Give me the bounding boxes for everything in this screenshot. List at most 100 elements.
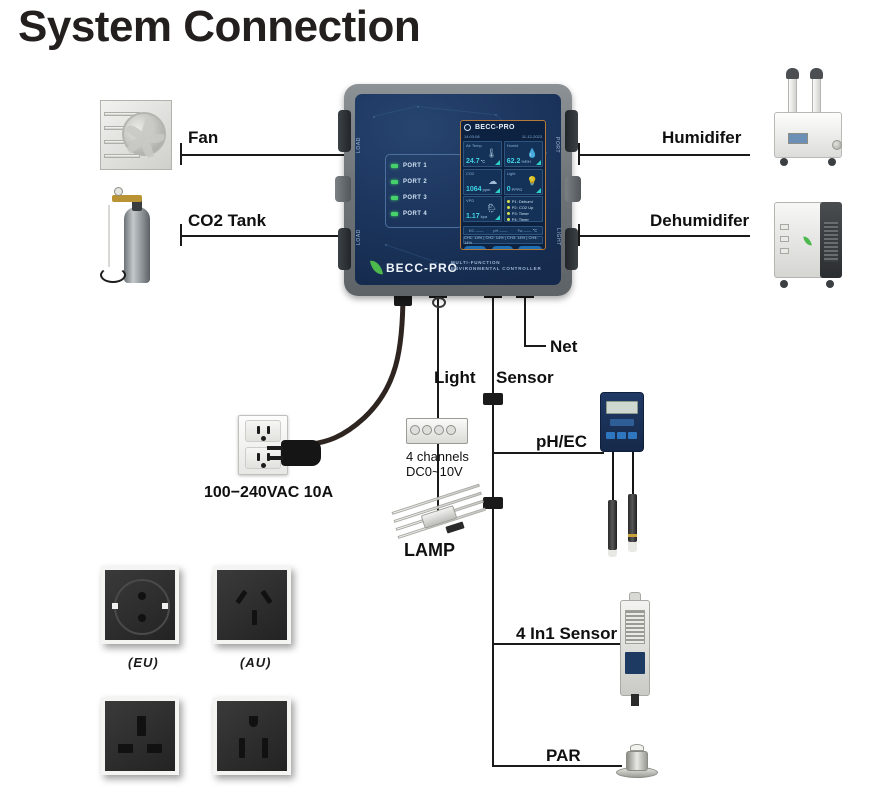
- vpd-icon: 🌦: [485, 203, 498, 213]
- screen-button-alarm[interactable]: Alarm: [491, 246, 513, 249]
- ec-probe-cable: [632, 452, 634, 496]
- port-led-icon: [391, 196, 398, 200]
- port-status-label: P4: Timer: [511, 216, 529, 222]
- dehumidifier-button: [780, 236, 789, 242]
- screen-button-system[interactable]: System: [518, 246, 543, 249]
- screen-date: 11-12-2023: [521, 134, 542, 139]
- card-corner-marker: [495, 160, 501, 165]
- port-label: PORT 4: [403, 211, 428, 217]
- label-power-rating: 100−240VAC 10A: [204, 484, 334, 501]
- brand-lockup: BECC-PRO: [370, 259, 458, 276]
- par-body: [626, 751, 648, 771]
- mount-lug-left-top: [338, 110, 351, 152]
- light-drop-line: [437, 296, 439, 426]
- ph-ec-logo: [610, 419, 634, 426]
- co2-tank-device: [98, 185, 168, 285]
- ph-probe-tip: [608, 550, 617, 557]
- socket-label-au: (AU): [240, 655, 272, 670]
- sensor-trunk-line: [492, 296, 494, 766]
- fan-louver: [104, 154, 140, 158]
- sensor-inline-connector-1: [483, 393, 503, 405]
- ph-ec-display: [606, 401, 638, 414]
- reading-name: Air Temp: [466, 143, 482, 148]
- screen-port-status-list[interactable]: P1: Dehumi P2: CO2 Up P3: Timer P4:: [503, 196, 543, 222]
- reading-card-light[interactable]: Light 💡 0PPFD: [503, 168, 543, 195]
- side-label-left-bottom: LOAD: [356, 228, 363, 246]
- port-row: PORT 1: [391, 163, 427, 169]
- screen-meta: 14:03:08 11-12-2023: [461, 134, 545, 139]
- port-status-row: P2: CO2 Up: [506, 204, 540, 210]
- ph-ec-button[interactable]: [606, 432, 615, 439]
- ph-probe: [608, 500, 617, 550]
- controller-screen[interactable]: BECC-PRO 14:03:08 11-12-2023 Air Temp 🌡 …: [460, 120, 546, 250]
- dehumidifier-device: [770, 196, 846, 288]
- side-label-left-top: LOAD: [356, 136, 363, 154]
- screen-reading-grid: Air Temp 🌡 24.7℃ Humid 💧 62.2%RH: [461, 139, 545, 224]
- ph-probe-cable: [612, 452, 614, 502]
- brand-subtitle: MULTI-FUNCTION ENVIRONMENTAL CONTROLLER: [451, 260, 542, 274]
- controller-enclosure: LOAD LOAD PORT LIGHT PORT 1 PORT 2 PORT …: [335, 84, 581, 296]
- reading-name: Light: [506, 170, 516, 176]
- reading-value: 1.17kpa: [466, 213, 488, 220]
- screen-button-device[interactable]: Device: [463, 246, 487, 249]
- port-row: PORT 2: [391, 179, 427, 185]
- ph-ec-button[interactable]: [628, 432, 637, 439]
- dehumidifier-button: [780, 224, 789, 230]
- label-dehumidifier: Dehumidifer: [650, 211, 750, 230]
- par-dome: [630, 744, 644, 751]
- reading-value: 62.2%RH: [506, 158, 531, 165]
- cord-loop-icon: [432, 297, 446, 308]
- humidifier-connector-cap: [578, 143, 580, 165]
- card-corner-marker: [495, 215, 501, 220]
- humidifier-connector-line: [578, 154, 750, 156]
- ph-ec-button[interactable]: [617, 432, 626, 439]
- reading-card-vpd[interactable]: VPD 🌦 1.17kpa: [463, 196, 503, 222]
- dehumidifier-grill: [824, 222, 838, 262]
- port-status-row: P3: Timer: [506, 210, 540, 216]
- ph-ec-meter-device: [600, 392, 644, 452]
- co2-neck: [132, 199, 142, 211]
- uk-live-slot: [118, 744, 133, 753]
- status-dot-icon: [506, 211, 510, 215]
- leaf-icon: [370, 259, 383, 276]
- mount-lug-left-bottom: [338, 228, 351, 270]
- reading-unit: kpa: [480, 214, 488, 219]
- screen-water-row: EC —— pH —— Tw —— ℃: [463, 225, 543, 235]
- dehumidifier-wheel: [826, 280, 834, 288]
- au-pin-slot: [235, 589, 248, 605]
- four-channel-dimmer-connector: [406, 418, 468, 444]
- sensor-display: [625, 652, 645, 674]
- label-lamp: LAMP: [404, 540, 455, 560]
- card-corner-marker: [495, 187, 501, 193]
- brand-subtitle-line-1: MULTI-FUNCTION: [451, 259, 501, 265]
- net-connector-line: [524, 345, 546, 347]
- reading-value: 1064ppm: [466, 185, 491, 193]
- status-dot-icon: [506, 199, 510, 203]
- page-title: System Connection: [18, 2, 421, 51]
- reading-card-air-temp[interactable]: Air Temp 🌡 24.7℃: [463, 141, 503, 167]
- co2-tube: [108, 205, 110, 267]
- reading-card-co2[interactable]: CO2 ☁ 1064ppm: [463, 168, 503, 195]
- uk-earth-slot: [137, 716, 146, 736]
- port-led-icon: [391, 212, 398, 216]
- label-co2-tank: CO2 Tank: [188, 211, 267, 230]
- port-status-row: P4: Timer: [506, 216, 540, 222]
- outlet-slot: [257, 453, 260, 461]
- port-status-label: P2: CO2 Up: [511, 204, 534, 210]
- reading-unit: ℃: [480, 159, 486, 164]
- port-row: PORT 4: [391, 211, 427, 217]
- phec-connector-line: [492, 452, 604, 454]
- label-4in1-sensor: 4 In1 Sensor: [516, 624, 618, 643]
- us-live-slot: [239, 738, 245, 758]
- dimmer-channel-port: [422, 425, 432, 435]
- reading-unit: %RH: [521, 159, 531, 164]
- humidifier-nozzle: [810, 68, 823, 79]
- reading-card-humidity[interactable]: Humid 💧 62.2%RH: [503, 141, 543, 167]
- dehumidifier-connector-line: [578, 235, 750, 237]
- ec-probe-ring: [628, 534, 637, 537]
- screen-channels-line: CH1: 14% | CH2: 14% | CH3: 14% | CH4: 14…: [463, 235, 543, 245]
- label-sensor: Sensor: [496, 368, 554, 387]
- label-humidifier: Humidifer: [662, 128, 742, 147]
- reading-unit: ppm: [482, 186, 491, 192]
